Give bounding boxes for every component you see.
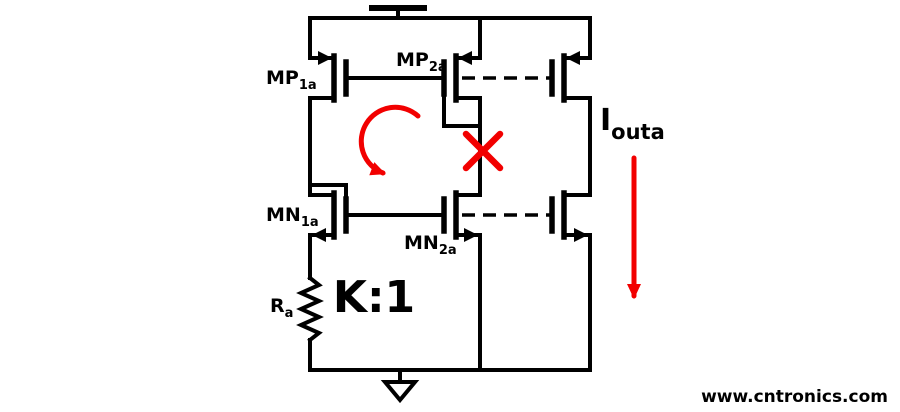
resistor-ra-zigzag: [296, 275, 324, 343]
mp1a-arrow: [318, 51, 332, 65]
mp1a-drain-wire: [308, 16, 336, 60]
left-mid-wire: [308, 96, 336, 197]
label-mn2a: MN2a: [404, 232, 457, 258]
mp2a-diode-tie: [442, 92, 482, 128]
label-mn1a: MN1a: [266, 204, 319, 230]
mp2a-arrow: [458, 51, 472, 65]
label-mirror-ratio: K:1: [333, 272, 415, 323]
output-branch: [562, 16, 592, 372]
red-annotations: [358, 104, 641, 299]
watermark-text: www.cntronics.com: [701, 387, 888, 407]
transistor-output-pmos: [549, 51, 580, 103]
gate-connections: [308, 76, 552, 217]
ground-symbol: [380, 380, 420, 404]
mn1a-arrow: [312, 228, 326, 242]
transistor-mp2a: [441, 51, 472, 103]
loop-break-cross-stroke-2: [462, 130, 504, 172]
left-branch: [296, 16, 336, 372]
label-mp1a: MP1a: [266, 67, 317, 93]
out-mid-wire: [562, 96, 592, 197]
middle-branch: [454, 16, 482, 372]
mn1a-diode-tie: [308, 183, 348, 201]
label-ra: Ra: [270, 295, 293, 321]
out-nmos-source-wire: [562, 233, 592, 372]
label-mp2a: MP2a: [396, 49, 447, 75]
out-nmos-arrow: [574, 228, 588, 242]
feedback-loop-arrow: [358, 104, 421, 176]
out-pmos-drain-wire: [562, 16, 592, 60]
mn1a-source-wire: [308, 233, 336, 280]
mn2a-source-wire: [454, 233, 482, 372]
transistor-mp1a: [318, 51, 349, 103]
label-iouta: Iouta: [600, 103, 665, 144]
out-pmos-arrow: [566, 51, 580, 65]
mp2a-drain-wire: [454, 16, 482, 60]
power-rails: [308, 5, 592, 404]
mn2a-arrow: [464, 228, 478, 242]
